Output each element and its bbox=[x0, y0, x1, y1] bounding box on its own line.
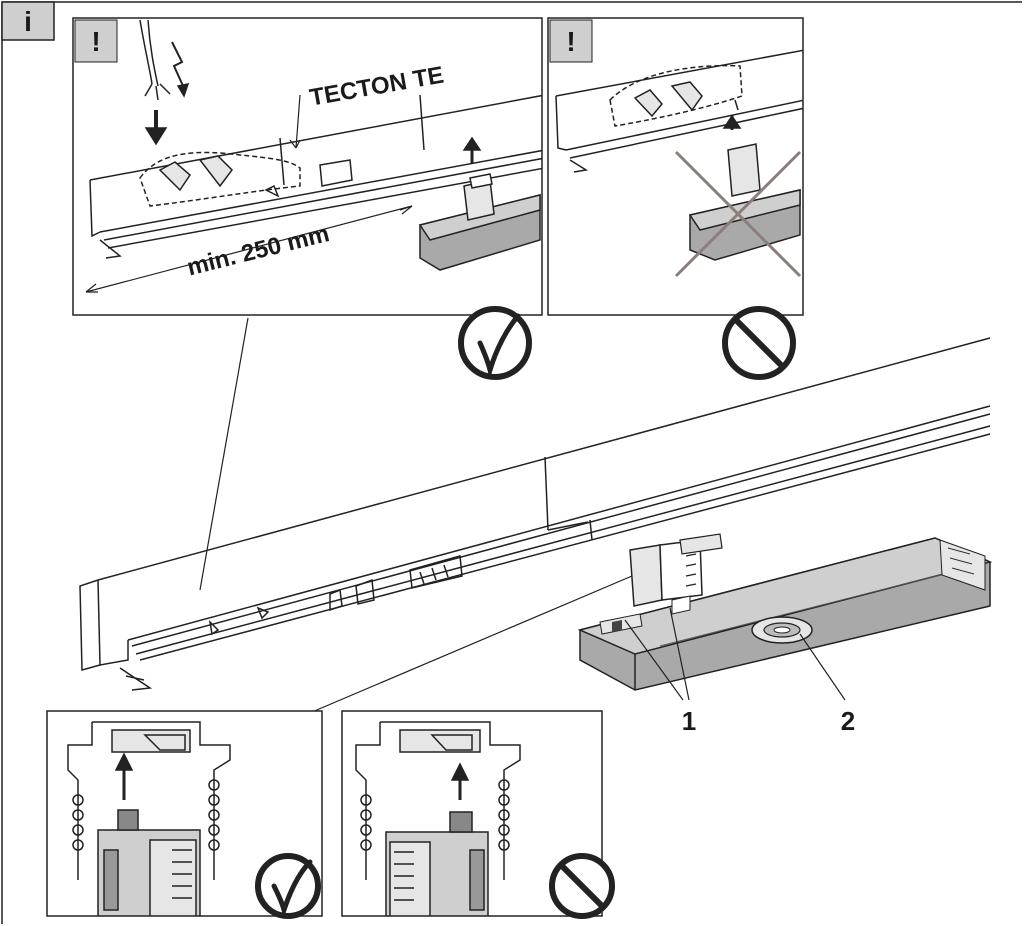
panel-top-right: ! bbox=[547, 17, 804, 380]
panel-top-left-track bbox=[85, 19, 542, 293]
callout-1: 1 bbox=[682, 706, 696, 736]
check-icon bbox=[255, 853, 321, 919]
panel-bottom-right bbox=[341, 710, 615, 919]
panel-bottom-left bbox=[46, 710, 323, 919]
warning-badge-tl: ! bbox=[74, 19, 118, 63]
panel-top-right-track bbox=[555, 49, 803, 278]
main-track-rail bbox=[79, 337, 991, 691]
warning-badge-tr: ! bbox=[549, 19, 593, 63]
info-badge: i bbox=[1, 1, 55, 41]
track-adapter bbox=[577, 533, 993, 691]
panel-top-left: ! TECTON TE min. 250 mm bbox=[72, 17, 543, 380]
profile-cross-section-left bbox=[67, 721, 231, 916]
check-icon bbox=[458, 306, 532, 380]
warning-badge-tr-label: ! bbox=[566, 26, 575, 57]
fins-left bbox=[72, 779, 220, 851]
prohibited-icon bbox=[549, 853, 615, 919]
info-badge-label: i bbox=[24, 6, 32, 37]
profile-cross-section-right bbox=[355, 721, 521, 916]
fins-right bbox=[360, 779, 510, 851]
leader-lines bbox=[199, 317, 846, 713]
warning-badge-tl-label: ! bbox=[91, 26, 100, 57]
callout-2: 2 bbox=[841, 706, 855, 736]
prohibited-icon bbox=[722, 306, 796, 380]
